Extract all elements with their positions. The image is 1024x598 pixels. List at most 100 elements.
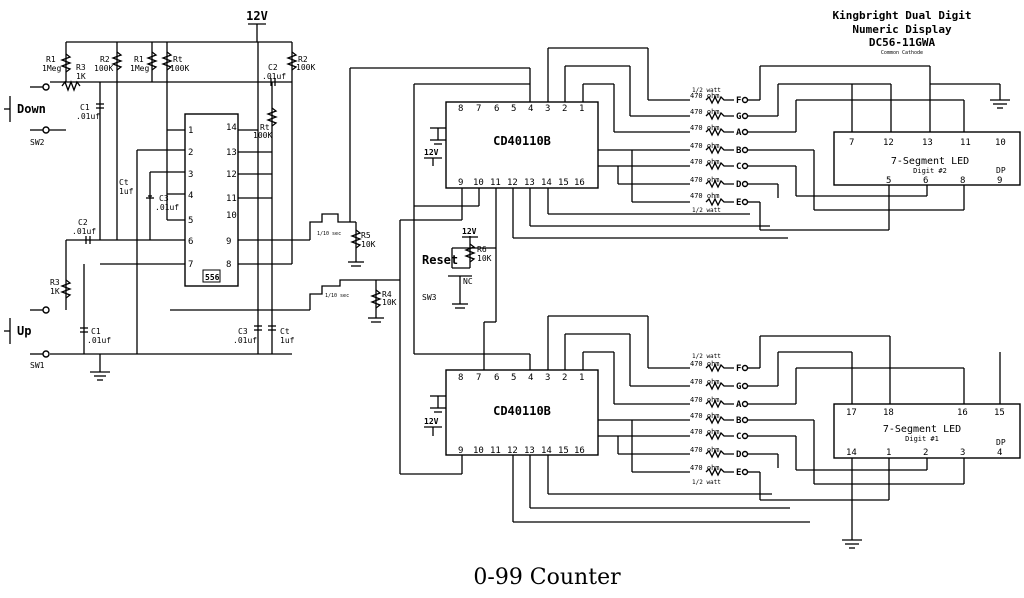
- timer-pin: 3: [188, 170, 193, 180]
- r3-bot-ref: R3: [50, 278, 60, 287]
- rt-right-value: 100K: [253, 131, 272, 140]
- c3-bot-value: .01uf: [233, 336, 257, 345]
- resistor-value: 470 ohm: [690, 124, 720, 132]
- r1-top-ref: R1: [46, 55, 56, 64]
- counter-ic-bottom-pins: 8 7 6 5 4 3 2 1 9 10 11 12 13 14 15 16: [458, 373, 585, 456]
- pulse-label-lower: 1/10 sec: [325, 293, 349, 299]
- display1-pin: 18: [883, 408, 894, 418]
- r5-ref: R5: [361, 231, 371, 240]
- timer-left-pins: 1 2 3 4 5 6 7: [188, 126, 193, 270]
- timer-pin: 14: [226, 123, 237, 133]
- pulse-label-upper: 1/10 sec: [317, 231, 341, 237]
- seven-segment-display-1: 7-Segment LED Digit #1 17 18 16 15 14 1 …: [833, 403, 1021, 459]
- segment-resistors-upper: 1/2 watt 1/2 watt 470 ohm 470 ohm 470 oh…: [690, 87, 749, 214]
- display1-pin: 2: [923, 448, 928, 458]
- seven-segment-display-2: 7-Segment LED Digit #2 7 12 13 11 10 5 6…: [833, 131, 1021, 186]
- display2-pin: 13: [922, 138, 933, 148]
- header-line-2: Numeric Display: [852, 23, 952, 36]
- display2-pin: 8: [960, 176, 965, 186]
- segment-letters-lower: F G A B C D E: [736, 364, 742, 478]
- segment-resistors-lower: 1/2 watt 1/2 watt 470 ohm 470 ohm 470 oh…: [690, 353, 749, 486]
- c2-left-value: .01uf: [72, 227, 96, 236]
- counter-ic-top-label: CD40110B: [493, 134, 551, 148]
- component-labels: R1 1Meg R3 1K R2 100K R1 1Meg Rt 100K C2…: [42, 55, 315, 345]
- r5-value: 10K: [361, 240, 376, 249]
- ic-pin: 13: [524, 446, 535, 456]
- ic-pin: 8: [458, 373, 463, 383]
- segment-letter: G: [736, 382, 741, 392]
- r4-value: 10K: [382, 298, 397, 307]
- r1-top-value: 1Meg: [42, 64, 61, 73]
- ic-pin: 3: [545, 373, 550, 383]
- rt-right-ref: Rt: [260, 123, 270, 132]
- supply-label-ic1: 12V: [424, 417, 439, 426]
- supply-label-ic2: 12V: [424, 148, 439, 157]
- display2-pin: 10: [995, 138, 1006, 148]
- display1-pin: 1: [886, 448, 891, 458]
- resistor-value: 470 ohm: [690, 378, 720, 386]
- counter-ic-top: CD40110B 8 7 6 5 4 3 2 1 9 10 11 12 13 1…: [445, 101, 599, 189]
- ic-pin: 13: [524, 178, 535, 188]
- resistor-value: 470 ohm: [690, 142, 720, 150]
- ic-pin: 4: [528, 373, 533, 383]
- ic-pin: 12: [507, 178, 518, 188]
- switch-reset-label: Reset: [422, 253, 458, 267]
- resistor-value: 470 ohm: [690, 396, 720, 404]
- r4-ref: R4: [382, 290, 392, 299]
- bus-wiring-lower: [512, 315, 810, 523]
- timer-pin: 1: [188, 126, 193, 136]
- c1-bot-ref: C1: [91, 327, 101, 336]
- switch-reset-nc: NC: [463, 277, 473, 286]
- display2-pin: 12: [883, 138, 894, 148]
- display2-wiring: [748, 65, 1010, 231]
- r2-top-ref: R2: [100, 55, 110, 64]
- c1-top-value: .01uf: [76, 112, 100, 121]
- segment-letter: D: [736, 180, 742, 190]
- display1-title: 7-Segment LED: [883, 424, 961, 435]
- half-watt-label: 1/2 watt: [692, 353, 721, 360]
- c3-left-value: .01uf: [155, 203, 179, 212]
- ic-pin: 11: [490, 178, 501, 188]
- segment-letter: F: [736, 364, 741, 374]
- display2-dp: DP: [996, 166, 1006, 175]
- resistor-value: 470 ohm: [690, 412, 720, 420]
- resistor-value: 470 ohm: [690, 158, 720, 166]
- rt-top-ref: Rt: [173, 55, 183, 64]
- display2-digit: Digit #2: [913, 167, 947, 175]
- pulse-marker-lower: 1/10 sec: [309, 279, 376, 310]
- switch-up-ref: SW1: [30, 361, 45, 370]
- resistor-value: 470 ohm: [690, 464, 720, 472]
- ic-pin: 16: [574, 178, 585, 188]
- ic-pin: 1: [579, 104, 584, 114]
- timer-pin: 7: [188, 260, 193, 270]
- ic-pin: 6: [494, 373, 499, 383]
- display-header: Kingbright Dual Digit Numeric Display DC…: [832, 9, 971, 56]
- ic-pin: 2: [562, 373, 567, 383]
- supply-label: 12V: [246, 9, 268, 23]
- display2-pin: 11: [960, 138, 971, 148]
- half-watt-label: 1/2 watt: [692, 207, 721, 214]
- ic-pin: 7: [476, 373, 481, 383]
- segment-letter: A: [736, 128, 742, 138]
- ic-pin: 9: [458, 446, 463, 456]
- timer-pin: 10: [226, 211, 237, 221]
- supply-12v-top: 12V: [246, 9, 268, 42]
- segment-letter: G: [736, 112, 741, 122]
- timer-pin: 13: [226, 148, 237, 158]
- segment-letter: D: [736, 450, 742, 460]
- resistor-value: 470 ohm: [690, 176, 720, 184]
- ct-left-ref: Ct: [119, 178, 129, 187]
- ic-pin: 15: [558, 446, 569, 456]
- segment-letters-upper: F G A B C D E: [736, 96, 742, 208]
- switch-down-label: Down: [17, 102, 46, 116]
- ic-pin: 10: [473, 446, 484, 456]
- ic-pin: 8: [458, 104, 463, 114]
- display2-title: 7-Segment LED: [891, 156, 969, 167]
- display1-pin: 14: [846, 448, 857, 458]
- timer-pin: 9: [226, 237, 231, 247]
- display1-dp: DP: [996, 438, 1006, 447]
- r2-right-value: 100K: [296, 63, 315, 72]
- ct-bot-value: 1uf: [280, 336, 295, 345]
- timer-pin: 4: [188, 191, 193, 201]
- timer-pin: 2: [188, 148, 193, 158]
